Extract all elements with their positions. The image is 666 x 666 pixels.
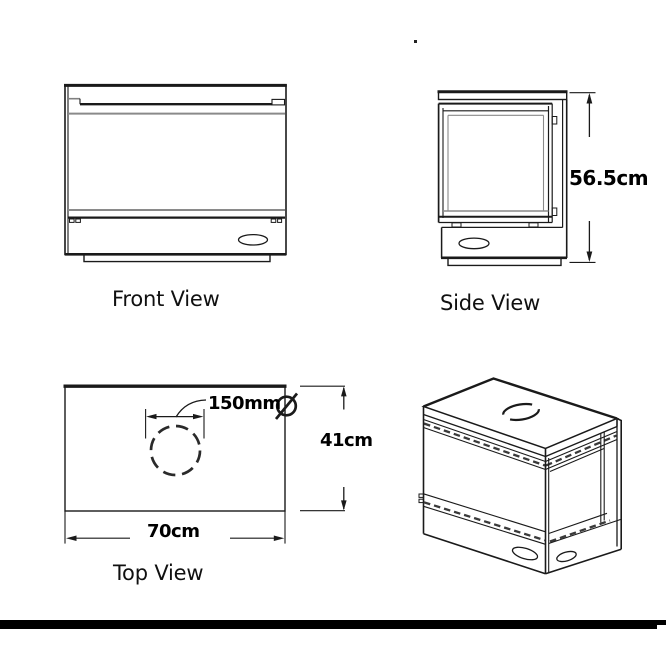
top-view-label: Top View (113, 561, 204, 585)
base-oval-badge-side (556, 550, 577, 563)
arrow-down-icon (341, 500, 347, 511)
front-oval-badge (237, 233, 269, 246)
flue-hole-3d (502, 402, 540, 422)
flue-hole-dashed-circle (149, 424, 202, 477)
width-dimension-label: 70cm (147, 521, 200, 542)
arrow-left-icon (66, 535, 77, 541)
arrow-up-icon (341, 386, 347, 397)
front-view-drawing (64, 83, 287, 263)
side-vent-hatch (545, 434, 617, 467)
stray-dot (414, 40, 417, 43)
base-oval-badge-front (511, 546, 539, 561)
side-hinge-top (551, 116, 558, 125)
arrow-right-icon (273, 535, 285, 541)
front-vent-end-cap (271, 98, 286, 106)
front-view-label: Front View (112, 287, 220, 311)
arrow-left-icon (146, 413, 157, 420)
top-view-drawing (63, 384, 347, 544)
side-hinge-bottom (551, 207, 558, 216)
side-oval-badge (458, 237, 490, 250)
front-plinth (83, 254, 271, 263)
height-dimension-lines (569, 92, 596, 263)
depth-dimension-lines (300, 385, 347, 512)
flue-diameter-label: 150mm (208, 393, 281, 414)
arrow-right-icon (193, 413, 204, 420)
footer-divider-bar-end (657, 620, 666, 625)
flue-dimension-lines (145, 399, 207, 439)
left-tab-top (418, 493, 425, 498)
footer-divider-bar (0, 620, 657, 629)
side-view-drawing (437, 90, 596, 267)
side-plinth (447, 258, 562, 267)
arrow-down-icon (586, 251, 593, 262)
width-dimension-lines (64, 511, 286, 544)
perspective-view-drawing (418, 377, 622, 575)
depth-dimension-label: 41cm (320, 430, 373, 451)
height-dimension-label: 56.5cm (569, 166, 649, 190)
diameter-symbol-icon (274, 392, 299, 420)
side-view-label: Side View (440, 291, 541, 315)
leader-line (175, 399, 207, 418)
left-tab-bottom (418, 498, 425, 504)
front-vent-hatch (423, 422, 546, 467)
arrow-up-icon (586, 93, 593, 104)
